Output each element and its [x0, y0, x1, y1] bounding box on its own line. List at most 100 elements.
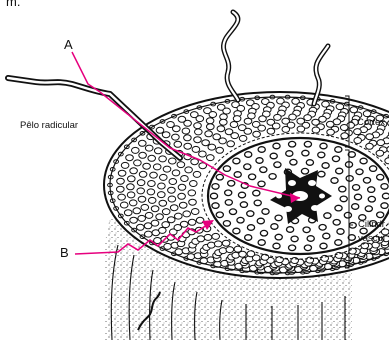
vascular-cell	[335, 147, 342, 153]
cortex-cell	[230, 122, 238, 128]
cortex-cell	[172, 134, 180, 140]
cortex-cell	[130, 168, 138, 174]
vascular-cell	[240, 202, 247, 208]
cortex-cell	[181, 176, 189, 182]
cortex-cell	[148, 181, 156, 187]
vascular-cell	[320, 143, 327, 149]
vascular-cell	[287, 227, 294, 233]
cortex-cell	[184, 143, 192, 149]
vascular-cell	[336, 168, 343, 174]
cortex-cell	[134, 160, 142, 166]
cortex-cell	[117, 186, 125, 192]
cortex-cell	[137, 180, 145, 186]
cortex-cell	[377, 140, 385, 146]
vascular-cell	[381, 203, 388, 209]
vascular-cell	[262, 209, 269, 215]
vascular-cell	[353, 185, 360, 191]
cortex-cell	[327, 129, 335, 135]
vascular-cell	[237, 217, 244, 223]
cortex-cell	[130, 217, 138, 223]
cortex-cell	[289, 114, 297, 120]
vascular-cell	[247, 211, 254, 217]
cortex-cell	[196, 217, 204, 223]
cortex-cell	[145, 145, 153, 151]
cortex-cell	[349, 248, 357, 254]
cortex-cell	[206, 118, 214, 124]
vascular-cell	[340, 196, 347, 202]
vascular-cell	[289, 141, 296, 147]
vascular-cell	[360, 158, 367, 164]
cortex-cell	[178, 184, 186, 190]
cortex-cell	[193, 171, 201, 177]
vascular-cell	[356, 169, 363, 175]
vascular-cell	[225, 190, 232, 196]
cortex-cell	[120, 202, 128, 208]
cortex-cell	[175, 213, 183, 219]
vascular-cell	[225, 200, 232, 206]
vascular-cell	[304, 141, 311, 147]
cortex-cell	[191, 209, 199, 215]
label-vascular-cylinder-line2: vascul	[358, 234, 385, 244]
cortex-cell	[153, 164, 161, 170]
cortex-cell	[267, 128, 275, 134]
vascular-cell	[212, 184, 219, 190]
vascular-cell	[381, 184, 388, 190]
vascular-cell	[275, 234, 282, 240]
cortex-cell	[150, 172, 158, 178]
vascular-cell	[210, 193, 217, 199]
cortex-cell	[158, 192, 166, 198]
cortex-cell	[233, 116, 241, 122]
vascular-cell	[304, 245, 311, 251]
cortex-cell	[148, 197, 156, 203]
cortex-cell	[169, 179, 177, 185]
vascular-cell	[258, 181, 265, 187]
cortex-cell	[204, 234, 212, 240]
cortex-cell	[341, 133, 349, 139]
cortex-cell	[184, 120, 192, 126]
cortex-cell	[143, 163, 151, 169]
label-cortex: Cortex	[357, 118, 385, 128]
cortex-cell	[219, 138, 227, 144]
cortex-cell	[124, 210, 132, 216]
cortex-cell	[168, 187, 176, 193]
cortex-cell	[354, 138, 362, 144]
vascular-cell	[337, 229, 344, 235]
cortex-cell	[132, 147, 140, 153]
cortex-cell	[189, 199, 197, 205]
vascular-cell	[289, 245, 296, 251]
cortex-cell	[168, 196, 176, 202]
vascular-cell	[354, 194, 361, 200]
vascular-cell	[352, 204, 359, 210]
cortex-cell	[223, 108, 231, 114]
cortex-cell	[217, 126, 225, 132]
cortex-cell	[274, 114, 282, 120]
cortex-cell	[216, 147, 224, 153]
cortex-cell	[177, 162, 185, 168]
cortex-cell	[366, 134, 374, 140]
cortex-cell	[138, 215, 146, 221]
cortex-cell	[231, 133, 239, 139]
vascular-cell	[245, 152, 252, 158]
vascular-cell	[333, 220, 340, 226]
vascular-cell	[335, 240, 342, 246]
cortex-cell	[194, 137, 202, 143]
cortex-cell	[207, 155, 215, 161]
cortex-cell	[145, 212, 153, 218]
cortex-cell	[154, 148, 162, 154]
cortex-cell	[159, 200, 167, 206]
cortex-cell	[175, 249, 183, 255]
vascular-cell	[254, 200, 261, 206]
cortex-cell	[117, 178, 125, 184]
vascular-cell	[320, 243, 327, 249]
cortex-cell	[208, 144, 216, 150]
cortex-cell	[145, 231, 153, 237]
cortex-cell	[312, 127, 320, 133]
label-root-hair: Pêlo radicular	[20, 121, 78, 131]
vascular-cell	[363, 178, 370, 184]
vascular-cell	[234, 172, 241, 178]
cortex-cell	[156, 214, 164, 220]
cortex-cell	[180, 221, 188, 227]
cortex-cell	[212, 233, 220, 239]
vascular-cell	[216, 212, 223, 218]
